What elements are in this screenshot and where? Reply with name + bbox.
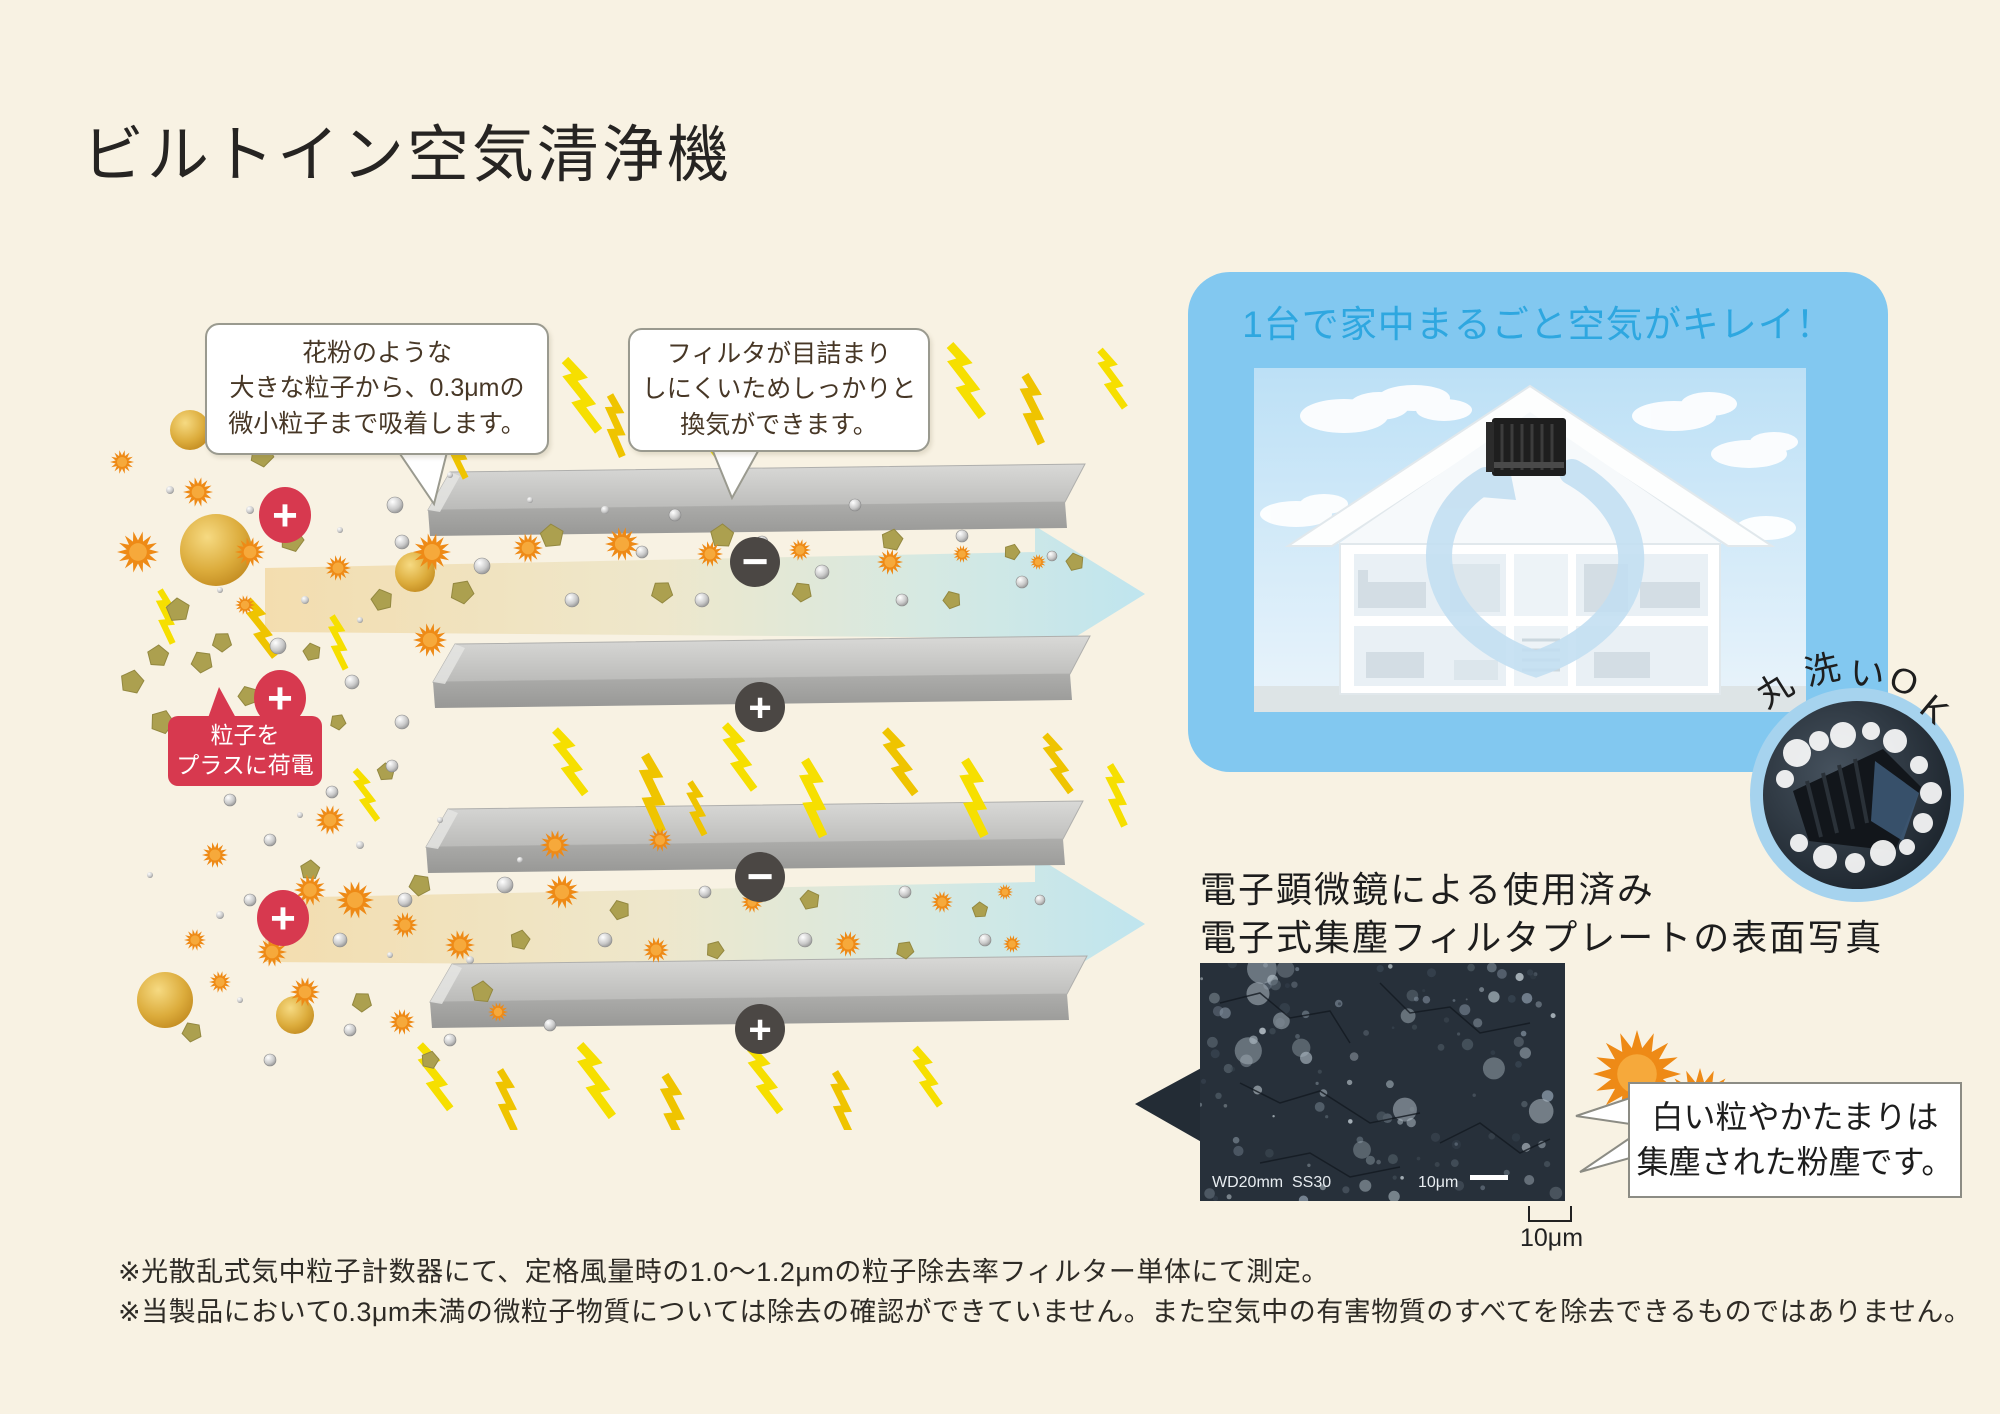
- callout-vent-line: しにくいためしっかりと: [641, 375, 917, 404]
- micrograph-caption-line: 電子式集塵フィルタプレートの表面写真: [1200, 916, 1884, 958]
- svg-text:+: +: [748, 686, 771, 730]
- micrograph-photo: WD20mm SS30 10μm: [1198, 954, 1565, 1205]
- minus-badge-plate-3: −: [735, 850, 785, 902]
- air-purifier-unit-icon: [1486, 418, 1566, 476]
- charge-label-line: プラスに荷電: [176, 752, 314, 778]
- svg-text:+: +: [267, 674, 293, 723]
- callout-pollen-line: 花粉のような: [301, 338, 452, 367]
- callout-dust-line: 集塵された粉塵です。: [1636, 1144, 1954, 1180]
- photo-scale-label: 10μm: [1418, 1174, 1458, 1191]
- foam-bubbles: [1776, 722, 1942, 873]
- scale-bracket: [1528, 1206, 1572, 1222]
- micrograph-caption: 電子顕微鏡による使用済み 電子式集塵フィルタプレートの表面写真: [1200, 866, 1883, 961]
- minus-badge-plate-1: −: [730, 535, 780, 587]
- washable-arc-char: い: [1848, 653, 1887, 696]
- callout-dust: 白い粒やかたまりは 集塵された粉塵です。: [1628, 1082, 1962, 1198]
- callout-pollen-tail: [394, 447, 450, 507]
- plus-badge-red-3: +: [257, 890, 309, 946]
- plus-badge-red-1: +: [259, 487, 311, 543]
- filter-diagram: + + + − + − +: [110, 341, 1145, 1130]
- panel-headline: 1台で家中まるごと空気がキレイ！: [1242, 304, 1834, 345]
- callout-vent: フィルタが目詰まり しにくいためしっかりと 換気ができます。: [628, 328, 930, 452]
- washable-photo-circle: [1750, 688, 1964, 902]
- svg-text:+: +: [272, 491, 298, 540]
- callout-pollen-line: 微小粒子まで吸着します。: [228, 409, 526, 438]
- charge-label: 粒子を プラスに荷電: [168, 716, 322, 786]
- house-illustration: [1254, 368, 1806, 712]
- callout-pollen: 花粉のような 大きな粒子から、0.3μmの 微小粒子まで吸着します。: [205, 323, 549, 455]
- photo-label-model: SS30: [1292, 1174, 1331, 1191]
- callout-vent-line: 換気ができます。: [680, 410, 878, 439]
- photo-label-wd: WD20mm: [1212, 1174, 1283, 1191]
- page-title: ビルトイン空気清浄機: [82, 121, 733, 190]
- callout-dust-line: 白い粒やかたまりは: [1651, 1098, 1939, 1135]
- charge-label-line: 粒子を: [210, 722, 280, 749]
- charge-label-pointer: [208, 687, 236, 718]
- svg-text:−: −: [742, 535, 769, 587]
- footnote-1: ※光散乱式気中粒子計数器にて、定格風量時の1.0〜1.2μmの粒子除去率フィルタ…: [118, 1257, 1329, 1287]
- footnote-2: ※当製品において0.3μm未満の微粒子物質については除去の確認ができていません。…: [118, 1297, 1972, 1327]
- scale-below-label: 10μm: [1520, 1224, 1584, 1252]
- washing-filter-photo: [1776, 722, 1942, 873]
- svg-text:−: −: [747, 850, 774, 902]
- plus-badge-red-2: +: [254, 670, 306, 726]
- callout-vent-line: フィルタが目詰まり: [666, 339, 892, 368]
- micrograph-caption-line: 電子顕微鏡による使用済み: [1200, 869, 1655, 910]
- dust-callout-tail: [1575, 1096, 1631, 1173]
- cloud-icon: [1260, 385, 1798, 540]
- photo-pointer-tab: [1135, 1066, 1205, 1144]
- washable-photo: [1763, 701, 1951, 889]
- plus-badge-plate-2: +: [735, 682, 785, 732]
- dust-particles: [110, 410, 1084, 1069]
- plus-badge-plate-4: +: [735, 1004, 785, 1054]
- svg-text:+: +: [270, 894, 296, 943]
- callout-pollen-line: 大きな粒子から、0.3μmの: [229, 374, 525, 403]
- svg-text:+: +: [748, 1008, 771, 1052]
